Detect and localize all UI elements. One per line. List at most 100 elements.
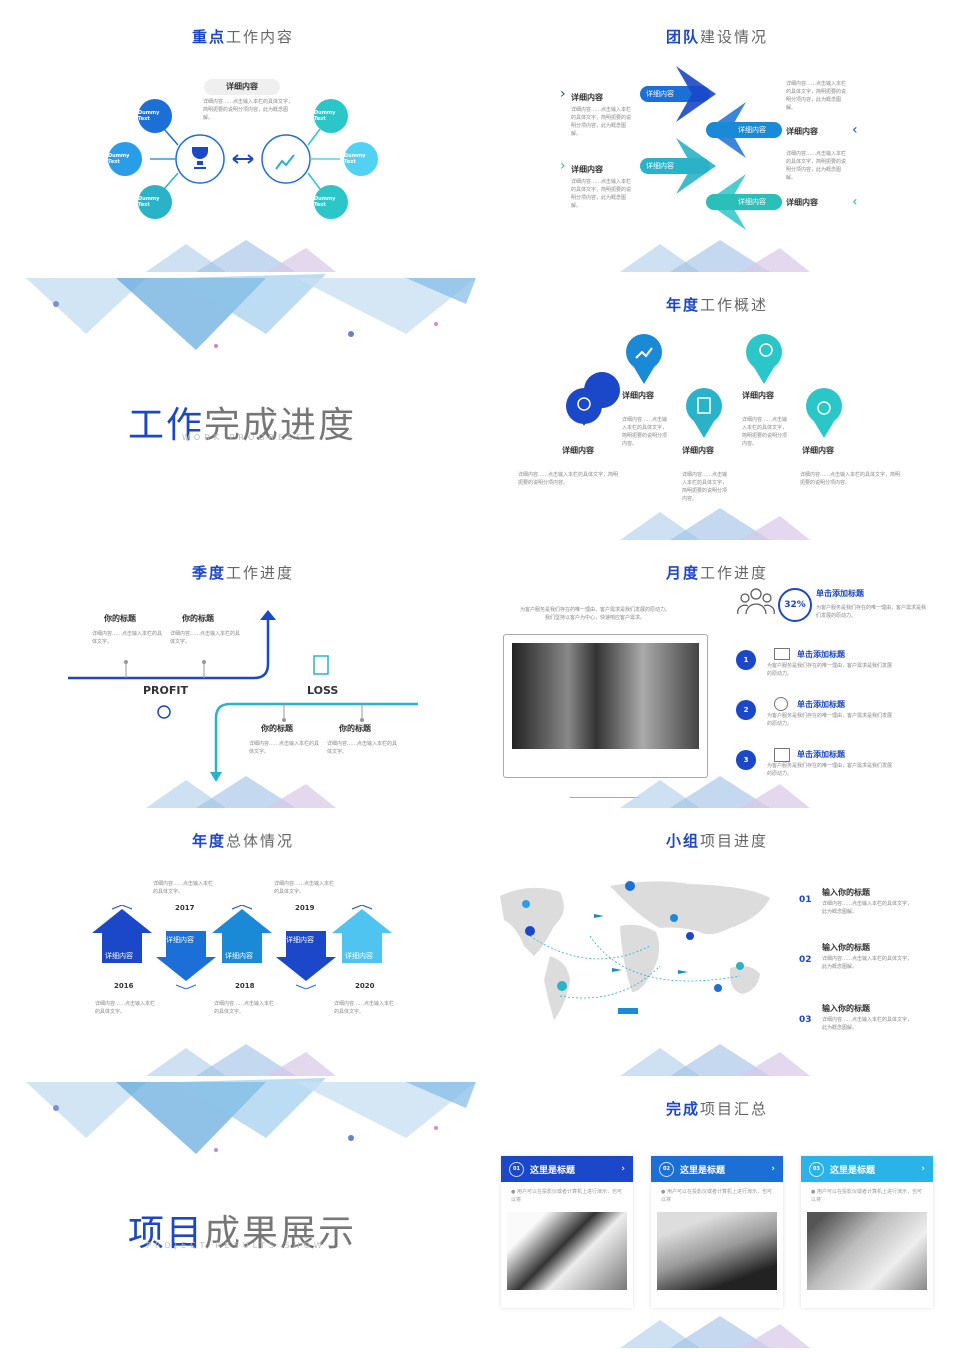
s5-heading-2: 你的标题 (182, 614, 214, 623)
s5-desc-1: 详细内容……点击输入本栏的具体文字。 (92, 631, 163, 645)
s7-arrow-label-2: 详细内容 (166, 936, 194, 944)
s9-subtitle: PROJECT RESULTS SHOW (146, 1241, 326, 1250)
s1-circle-6: Dummy Text (314, 185, 348, 219)
s2-arrow-label-3: 详细内容 (646, 162, 674, 170)
s1-diagram (150, 128, 340, 190)
decor-polygons-10 (620, 1316, 810, 1348)
decor-polygons-4 (620, 508, 810, 540)
s10-card-num-1: 01 (509, 1161, 524, 1177)
s1-circle-3: Dummy Text (138, 185, 172, 219)
svg-text:‹: ‹ (852, 122, 858, 138)
s5-flow (68, 610, 418, 782)
s6-monitor (503, 634, 708, 778)
s7-arrow-label-5: 详细内容 (345, 952, 373, 960)
slide1-title: 重点工作内容 (192, 28, 295, 46)
s4-label-4: 详细内容 (742, 391, 774, 400)
s5-loss: LOSS (307, 684, 339, 697)
s8-desc-3: 详细内容……点击输入本栏的具体文字，此为概念图解。 (822, 1017, 913, 1031)
s10-card-title-2: 这里是标题 (680, 1165, 726, 1176)
s1-pill: 详细内容 (204, 79, 280, 95)
s8-num-3: 03 (799, 1015, 812, 1025)
s10-card-title-3: 这里是标题 (830, 1165, 876, 1176)
s2-arrow-label-2: 详细内容 (738, 126, 766, 134)
s8-desc-2: 详细内容……点击输入本栏的具体文字，此为概念图解。 (822, 956, 913, 970)
chart-icon (275, 154, 295, 170)
s5-profit: PROFIT (143, 684, 188, 697)
s6-num-2: 2 (736, 700, 756, 720)
s7-year-4: 2019 (295, 904, 315, 912)
s10-card-head-2: 02 这里是标题 › (651, 1156, 783, 1182)
decor-banner-2 (26, 1078, 476, 1154)
folder-icon (774, 648, 790, 660)
s4-desc-3: 详细内容……点击输入本栏的具体文字，简明扼要的说明分项内容。 (682, 472, 728, 502)
s2-arrows: › › ‹ ‹ (560, 66, 858, 230)
s5-heading-3: 你的标题 (261, 724, 293, 733)
s2-arrow-label-1: 详细内容 (646, 90, 674, 98)
s10-card-2[interactable]: 02 这里是标题 › ● 用户可以在投影仪或者计算机上进行演示，也可以将 (651, 1156, 783, 1308)
decor-polygons-8 (620, 1044, 810, 1076)
s10-card-title-1: 这里是标题 (530, 1165, 576, 1176)
s4-label-3: 详细内容 (682, 446, 714, 455)
document-icon (313, 655, 329, 675)
s10-card-head-1: 01 这里是标题 › (501, 1156, 633, 1182)
s4-pins (566, 334, 842, 438)
slide4-title: 年度工作概述 (666, 296, 769, 314)
s10-card-head-3: 03 这里是标题 › (801, 1156, 933, 1182)
s5-desc-3: 详细内容……点击输入本栏的具体文字。 (249, 741, 320, 755)
s2-left-label-2: 详细内容 (571, 165, 603, 174)
s4-desc-1: 详细内容……点击输入本栏的具体文字，简明扼要的说明分项内容。 (518, 472, 619, 486)
s1-circle-2: Dummy Text (108, 142, 142, 176)
s4-label-5: 详细内容 (802, 446, 834, 455)
s10-card-num-3: 03 (809, 1161, 824, 1177)
s3-title: 工作完成进度 (128, 405, 357, 446)
decor-banner-1 (26, 274, 476, 350)
s6-item-title-3: 单击添加标题 (797, 750, 845, 759)
s1-desc: 详细内容……点击输入本栏的具体文字，简明扼要的说明分项内容，此为概念图解。 (203, 99, 294, 121)
group-users-icon (737, 588, 775, 615)
s2-right-desc-2: 详细内容……点击输入本栏的具体文字，简明扼要的说明分项内容，此为概念图解。 (786, 151, 847, 181)
s7-arrow-label-3: 详细内容 (225, 952, 253, 960)
printer-icon (774, 748, 790, 762)
s3-subtitle: WORK PROGRESS (182, 433, 306, 442)
s7-year-5: 2020 (355, 982, 375, 990)
s8-num-2: 02 (799, 955, 812, 965)
s6-top-title: 单击添加标题 (816, 589, 864, 598)
chevron-right-icon: › (771, 1164, 775, 1174)
s6-item-desc-3: 为客户服务是我们存在的唯一理由，客户需求是我们发展的原动力。 (767, 763, 893, 777)
s7-desc-1: 详细内容……点击输入本栏的具体文字。 (95, 1001, 156, 1015)
chevron-right-icon: › (621, 1164, 625, 1174)
s5-desc-4: 详细内容……点击输入本栏的具体文字。 (327, 741, 398, 755)
s6-monitor-stand (570, 777, 640, 798)
s10-card-photo-2 (657, 1212, 777, 1290)
slide6-title: 月度工作进度 (666, 564, 769, 582)
s2-right-desc-1: 详细内容……点击输入本栏的具体文字，简明扼要的说明分项内容，此为概念图解。 (786, 81, 847, 111)
trophy-icon (192, 147, 208, 169)
decor-polygons-5 (146, 776, 336, 808)
s10-card-1[interactable]: 01 这里是标题 › ● 用户可以在投影仪或者计算机上进行演示，也可以将 (501, 1156, 633, 1308)
decor-polygons-7 (146, 1044, 336, 1076)
s6-item-title-1: 单击添加标题 (797, 650, 845, 659)
basketball-icon (774, 697, 788, 711)
s7-desc-4: 详细内容……点击输入本栏的具体文字。 (274, 881, 335, 895)
slide10-title: 完成项目汇总 (666, 1100, 769, 1118)
s6-num-1: 1 (736, 650, 756, 670)
slide8-title: 小组项目进度 (666, 832, 769, 850)
s6-item-desc-1: 为客户服务是我们存在的唯一理由，客户需求是我们发展的原动力。 (767, 663, 893, 677)
lightbulb-icon (157, 705, 171, 719)
decor-polygons-1 (146, 240, 336, 272)
s1-circle-1: Dummy Text (138, 99, 172, 133)
s6-top-desc: 为客户服务是我们存在的唯一理由，客户需求是我们发展的原动力。 (816, 605, 927, 619)
s10-card-3[interactable]: 03 这里是标题 › ● 用户可以在投影仪或者计算机上进行演示，也可以将 (801, 1156, 933, 1308)
s6-item-title-2: 单击添加标题 (797, 700, 845, 709)
s5-heading-4: 你的标题 (339, 724, 371, 733)
slide2-title: 团队建设情况 (666, 28, 769, 46)
slide5-title: 季度工作进度 (192, 564, 295, 582)
s2-left-desc-2: 详细内容……点击输入本栏的具体文字，简明扼要的说明分项内容，此为概念图解。 (571, 179, 632, 209)
s6-num-3: 3 (736, 750, 756, 770)
s2-left-desc-1: 详细内容……点击输入本栏的具体文字，简明扼要的说明分项内容，此为概念图解。 (571, 107, 632, 137)
s10-card-text-1: ● 用户可以在投影仪或者计算机上进行演示，也可以将 (511, 1189, 622, 1203)
s8-title-2: 输入你的标题 (822, 943, 870, 952)
s7-year-3: 2018 (235, 982, 255, 990)
s2-right-label-2: 详细内容 (786, 198, 818, 207)
s8-title-1: 输入你的标题 (822, 888, 870, 897)
